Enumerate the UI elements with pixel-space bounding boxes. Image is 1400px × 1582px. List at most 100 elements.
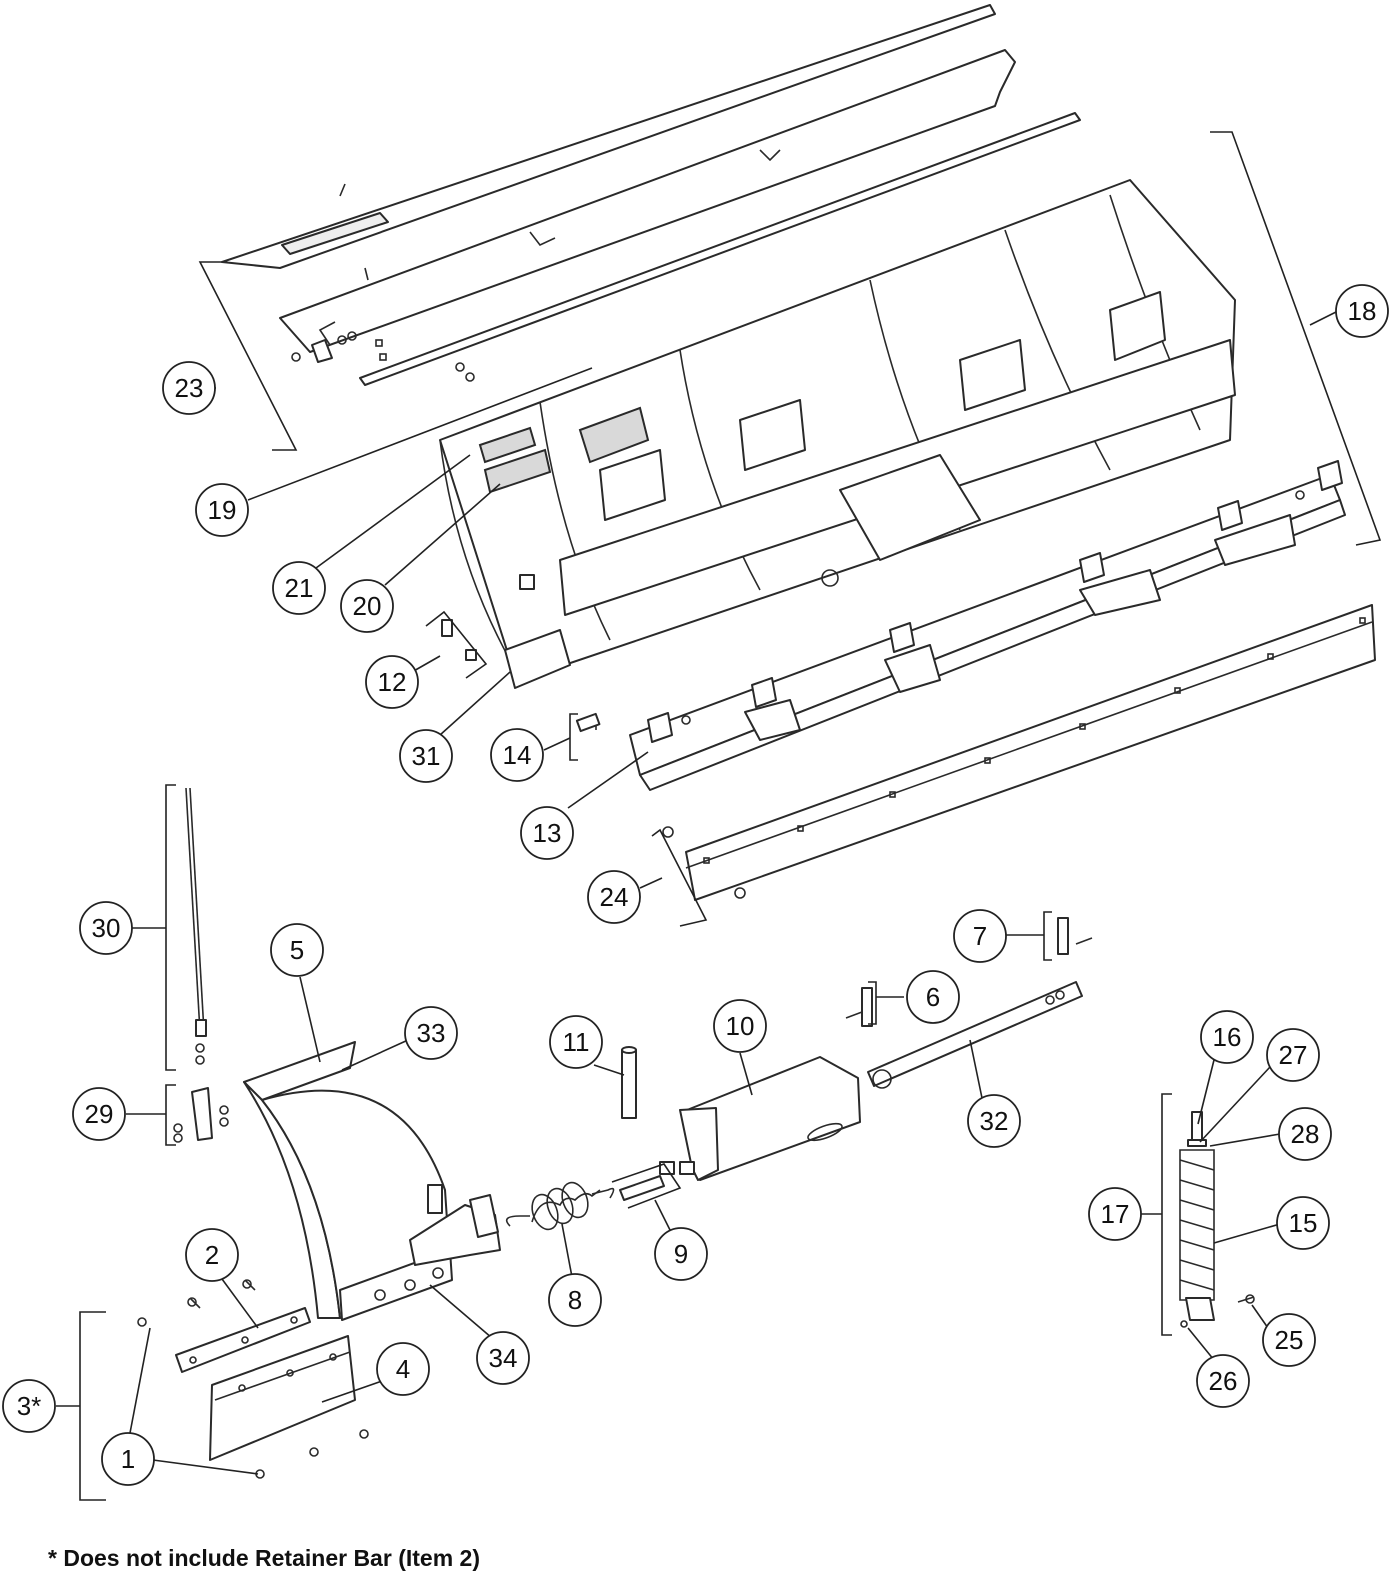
callout-4: 4: [376, 1342, 430, 1396]
callout-23: 23: [162, 361, 216, 415]
retainer-bolts: [137, 1279, 256, 1327]
callout-27: 27: [1266, 1028, 1320, 1082]
svg-text:15: 15: [1289, 1208, 1318, 1238]
svg-text:7: 7: [973, 921, 987, 951]
top-edge-strip: [221, 4, 996, 269]
bracket-24: [651, 828, 708, 927]
callout-25: 25: [1262, 1313, 1316, 1367]
svg-text:29: 29: [85, 1099, 114, 1129]
callout-6: 6: [906, 970, 960, 1024]
callout-12: 12: [365, 655, 419, 709]
callout-17: 17: [1088, 1187, 1142, 1241]
bracket-17: [1161, 1093, 1172, 1336]
bracket-23: [198, 261, 298, 451]
svg-text:27: 27: [1279, 1040, 1308, 1070]
svg-text:12: 12: [378, 667, 407, 697]
bracket-12: [425, 610, 488, 679]
callout-26: 26: [1196, 1354, 1250, 1408]
callout-8: 8: [548, 1273, 602, 1327]
clevis-pin-6: [845, 987, 873, 1027]
trip-spring-assembly: [1179, 1111, 1255, 1328]
svg-text:11: 11: [563, 1027, 590, 1057]
svg-text:34: 34: [489, 1343, 518, 1373]
bracket-9: [611, 1163, 682, 1209]
callout-18: 18: [1335, 284, 1389, 338]
footnote: * Does not include Retainer Bar (Item 2): [48, 1545, 480, 1571]
extension-spring: [505, 1181, 615, 1231]
svg-text:26: 26: [1209, 1366, 1238, 1396]
callout-34: 34: [476, 1331, 530, 1385]
svg-text:10: 10: [726, 1011, 755, 1041]
callout-5: 5: [270, 923, 324, 977]
bracket-18: [1210, 131, 1382, 546]
callout-20: 20: [340, 579, 394, 633]
callout-9: 9: [654, 1227, 708, 1281]
hardware-14: [575, 712, 601, 733]
svg-text:28: 28: [1291, 1119, 1320, 1149]
deflector-strip: [279, 49, 1016, 353]
callout-11: 11: [549, 1015, 603, 1069]
callout-21: 21: [272, 561, 326, 615]
svg-text:31: 31: [412, 741, 441, 771]
svg-text:16: 16: [1213, 1022, 1242, 1052]
svg-text:19: 19: [208, 495, 237, 525]
clevis-pin-7: [1057, 917, 1093, 955]
a-frame: [629, 460, 1346, 791]
svg-text:3*: 3*: [17, 1391, 42, 1421]
callout-32: 32: [967, 1094, 1021, 1148]
bracket-29: [165, 1084, 176, 1146]
marker-rod: [185, 787, 207, 1065]
wing-arm: [679, 1056, 861, 1181]
callout-1: 1: [101, 1432, 155, 1486]
callout-28: 28: [1278, 1107, 1332, 1161]
wing-assembly: [243, 1041, 501, 1321]
svg-text:1: 1: [121, 1444, 135, 1474]
bracket-7: [1043, 911, 1052, 961]
svg-text:6: 6: [926, 982, 940, 1012]
callout-31: 31: [399, 729, 453, 783]
callout-15: 15: [1276, 1196, 1330, 1250]
callout-3: 3*: [2, 1379, 56, 1433]
callout-7: 7: [953, 909, 1007, 963]
bracket-3: [79, 1311, 106, 1501]
strip-hardware: [291, 331, 387, 363]
svg-text:2: 2: [205, 1240, 219, 1270]
svg-text:9: 9: [674, 1239, 688, 1269]
svg-text:5: 5: [290, 935, 304, 965]
svg-text:25: 25: [1275, 1325, 1304, 1355]
svg-text:17: 17: [1101, 1199, 1130, 1229]
svg-text:23: 23: [175, 373, 204, 403]
retainer-bar: [175, 1307, 311, 1373]
callout-16: 16: [1200, 1010, 1254, 1064]
callout-13: 13: [520, 806, 574, 860]
svg-text:14: 14: [503, 740, 532, 770]
svg-text:8: 8: [568, 1285, 582, 1315]
hardware-12: [441, 619, 477, 661]
wing-cutting-edge: [209, 1335, 369, 1479]
svg-text:32: 32: [980, 1106, 1009, 1136]
callout-10: 10: [713, 999, 767, 1053]
callout-33: 33: [404, 1006, 458, 1060]
callout-19: 19: [195, 483, 249, 537]
svg-text:30: 30: [92, 913, 121, 943]
svg-text:21: 21: [285, 573, 314, 603]
callout-24: 24: [587, 870, 641, 924]
svg-text:33: 33: [417, 1018, 446, 1048]
rod-bracket: [173, 1087, 229, 1143]
moldboard: [439, 179, 1236, 689]
cutting-edge: [662, 604, 1376, 901]
bracket-14: [569, 713, 578, 761]
bracket-6: [868, 981, 877, 1025]
wing-tube: [867, 981, 1083, 1089]
callout-29: 29: [72, 1087, 126, 1141]
callout-14: 14: [490, 728, 544, 782]
svg-text:4: 4: [396, 1354, 410, 1384]
bracket-30: [165, 784, 176, 1071]
rubber-flap-strip: [359, 112, 1081, 386]
svg-text:24: 24: [600, 882, 629, 912]
leader-lines: [56, 311, 1337, 1475]
callout-2: 2: [185, 1228, 239, 1282]
callout-30: 30: [79, 901, 133, 955]
svg-text:13: 13: [533, 818, 562, 848]
